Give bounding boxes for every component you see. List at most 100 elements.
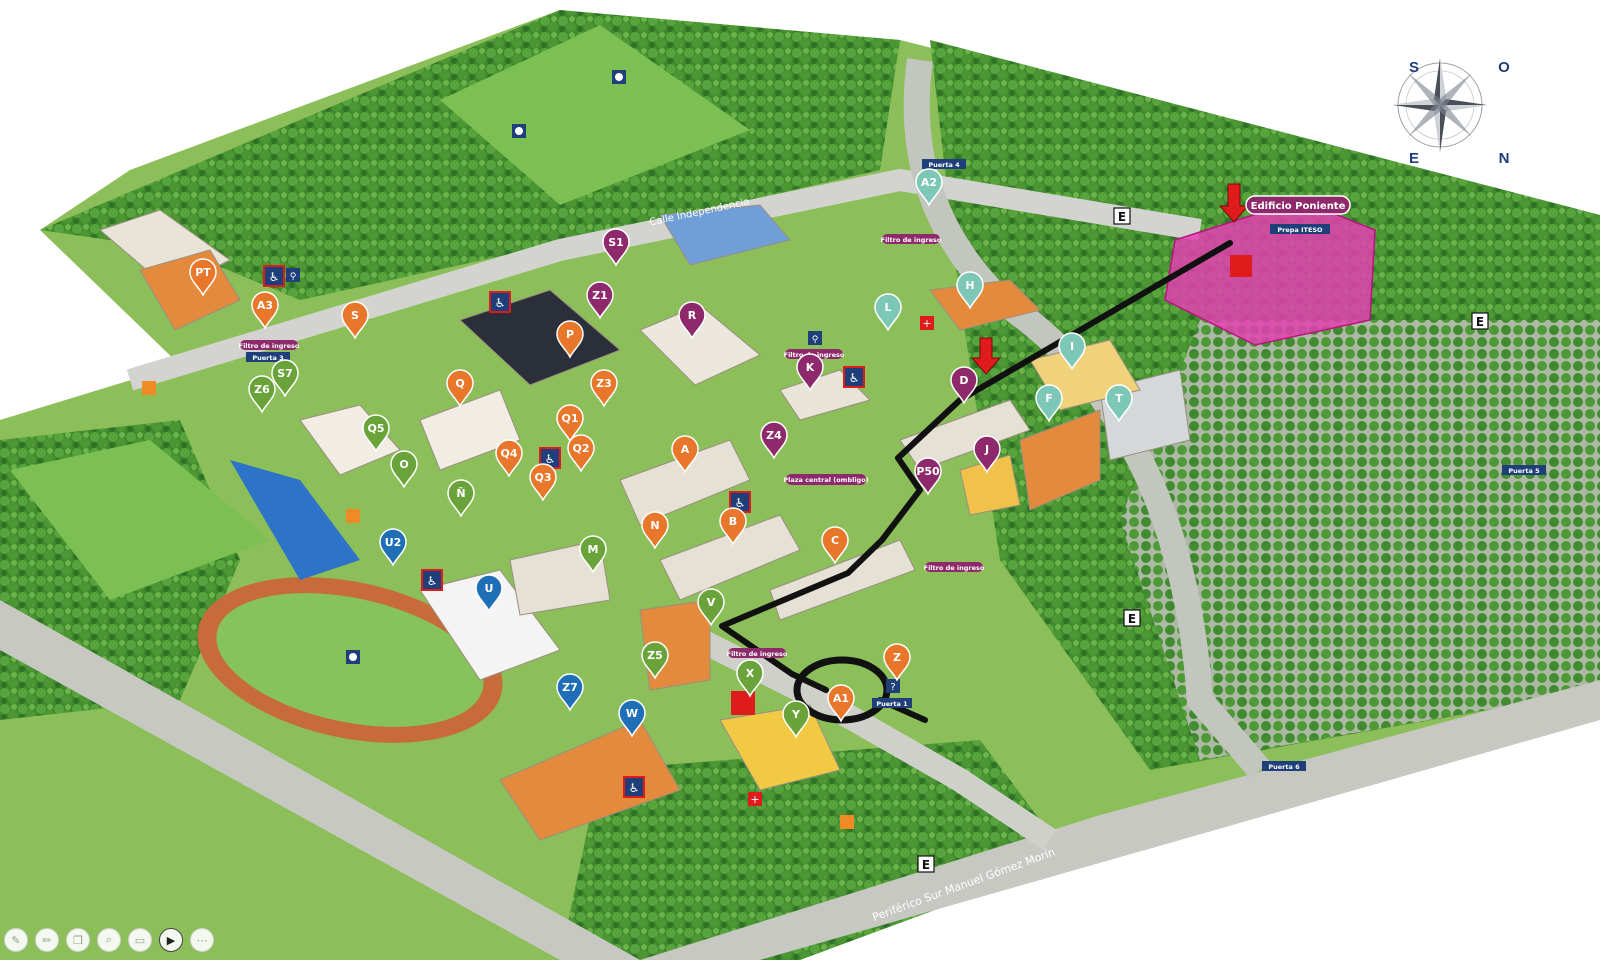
more-icon[interactable]: ⋯ xyxy=(190,928,214,952)
building-pin-j[interactable]: J xyxy=(973,435,1001,474)
building-pin-q[interactable]: Q xyxy=(446,369,474,408)
periferico-road xyxy=(0,600,640,960)
building-pin-z1[interactable]: Z1 xyxy=(586,281,614,320)
pin-label: I xyxy=(1070,340,1074,353)
compass-e-label: E xyxy=(1409,150,1419,167)
presentation-toolbar: ✎ ✏ ❐ ⌕ ▭ ▶ ⋯ xyxy=(4,928,214,952)
edificio-poniente-label[interactable]: Edificio Poniente Prepa ITESO xyxy=(1245,195,1351,234)
map-pin-icon xyxy=(973,435,1001,474)
building-pin-s7[interactable]: S7 xyxy=(271,359,299,398)
pin-label: P xyxy=(566,328,574,341)
building-pin-z6[interactable]: Z6 xyxy=(248,375,276,414)
building-pin-p[interactable]: P xyxy=(556,320,584,359)
building-pin-r[interactable]: R xyxy=(678,301,706,340)
building-pin-k[interactable]: K xyxy=(796,353,824,392)
map-pin-icon xyxy=(874,293,902,332)
wheelchair-access-icon: ♿ xyxy=(843,366,865,388)
map-pin-icon xyxy=(495,439,523,478)
building-pin-q3[interactable]: Q3 xyxy=(529,463,557,502)
building-pin-z4[interactable]: Z4 xyxy=(760,421,788,460)
pin-label: Z6 xyxy=(254,383,270,396)
building-pin-ñ[interactable]: Ñ xyxy=(447,479,475,518)
building-pin-u2[interactable]: U2 xyxy=(379,528,407,567)
building-pin-q2[interactable]: Q2 xyxy=(567,434,595,473)
camera-icon[interactable]: ▶ xyxy=(159,928,183,952)
map-pin-icon xyxy=(556,404,584,443)
building-pin-a[interactable]: A xyxy=(671,435,699,474)
building-pin-b[interactable]: B xyxy=(719,507,747,546)
building-pin-x[interactable]: X xyxy=(736,659,764,698)
pin-label: PT xyxy=(195,266,211,279)
map-pin-icon xyxy=(189,258,217,297)
building-pin-d[interactable]: D xyxy=(950,366,978,405)
map-pin-icon xyxy=(390,450,418,489)
building-pin-m[interactable]: M xyxy=(579,535,607,574)
pencil-icon[interactable]: ✏ xyxy=(35,928,59,952)
zoom-icon[interactable]: ⌕ xyxy=(97,928,121,952)
parking-marker: E xyxy=(1123,609,1141,627)
copy-icon[interactable]: ❐ xyxy=(66,928,90,952)
svg-text:♿: ♿ xyxy=(629,781,640,795)
building-pin-l[interactable]: L xyxy=(874,293,902,332)
destination-square-marker xyxy=(1230,255,1252,277)
first-aid-icon: + xyxy=(920,316,934,330)
building-pin-t[interactable]: T xyxy=(1105,384,1133,423)
pin-label: S7 xyxy=(277,367,293,380)
map-pin-icon xyxy=(883,643,911,682)
compass-s-label: S xyxy=(1409,59,1419,76)
wheelchair-access-icon: ♿ xyxy=(623,776,645,798)
pen-icon[interactable]: ✎ xyxy=(4,928,28,952)
svg-text:Puerta 5: Puerta 5 xyxy=(1508,467,1540,475)
building-pin-y[interactable]: Y xyxy=(782,700,810,739)
pin-label: U2 xyxy=(385,536,402,549)
building-pin-p50[interactable]: P50 xyxy=(914,457,942,496)
gate-banner-puerta-1: Puerta 1 xyxy=(872,698,912,708)
bicycle-icon: ⚲ xyxy=(286,268,300,282)
building-pin-pt[interactable]: PT xyxy=(189,258,217,297)
map-pin-icon xyxy=(341,301,369,340)
pin-label: J xyxy=(984,443,989,456)
building-pin-q5[interactable]: Q5 xyxy=(362,414,390,453)
building-pin-c[interactable]: C xyxy=(821,526,849,565)
building-pin-h[interactable]: H xyxy=(956,271,984,310)
gate-banner-puerta-4: Puerta 4 xyxy=(922,159,966,169)
building-pin-v[interactable]: V xyxy=(697,588,725,627)
map-pin-icon xyxy=(641,511,669,550)
pin-label: Q2 xyxy=(572,442,589,455)
bicycle-icon: ⚲ xyxy=(808,331,822,345)
building-pin-s1[interactable]: S1 xyxy=(602,228,630,267)
building-pin-o[interactable]: O xyxy=(390,450,418,489)
building-pin-u[interactable]: U xyxy=(475,574,503,613)
map-pin-icon xyxy=(586,281,614,320)
building-pin-q1[interactable]: Q1 xyxy=(556,404,584,443)
filter-banner-a2: Filtro de ingreso xyxy=(881,234,942,244)
pin-label: M xyxy=(588,543,599,556)
building-pin-z7[interactable]: Z7 xyxy=(556,673,584,712)
building-pin-z5[interactable]: Z5 xyxy=(641,641,669,680)
first-aid-icon: + xyxy=(748,792,762,806)
building-pin-z[interactable]: Z xyxy=(883,643,911,682)
building-pin-s[interactable]: S xyxy=(341,301,369,340)
building-pin-a1[interactable]: A1 xyxy=(827,684,855,723)
svg-text:♿: ♿ xyxy=(495,296,506,310)
map-pin-icon xyxy=(1058,332,1086,371)
emergency-exit-icon xyxy=(840,815,854,829)
subtitles-icon[interactable]: ▭ xyxy=(128,928,152,952)
building-pin-i[interactable]: I xyxy=(1058,332,1086,371)
building-pin-a3[interactable]: A3 xyxy=(251,291,279,330)
building-pin-n[interactable]: N xyxy=(641,511,669,550)
building-pin-q4[interactable]: Q4 xyxy=(495,439,523,478)
building-pin-z3[interactable]: Z3 xyxy=(590,369,618,408)
map-pin-icon xyxy=(697,588,725,627)
wheelchair-access-icon: ♿ xyxy=(489,291,511,313)
building-pin-w[interactable]: W xyxy=(618,699,646,738)
pin-label: N xyxy=(650,519,659,532)
building-pin-a2[interactable]: A2 xyxy=(915,168,943,207)
map-pin-icon xyxy=(760,421,788,460)
east-ring-road xyxy=(903,58,1270,779)
svg-text:Filtro de ingreso: Filtro de ingreso xyxy=(239,342,300,350)
compass-rose: S O E N xyxy=(1393,58,1510,167)
building-pin-f[interactable]: F xyxy=(1035,384,1063,423)
